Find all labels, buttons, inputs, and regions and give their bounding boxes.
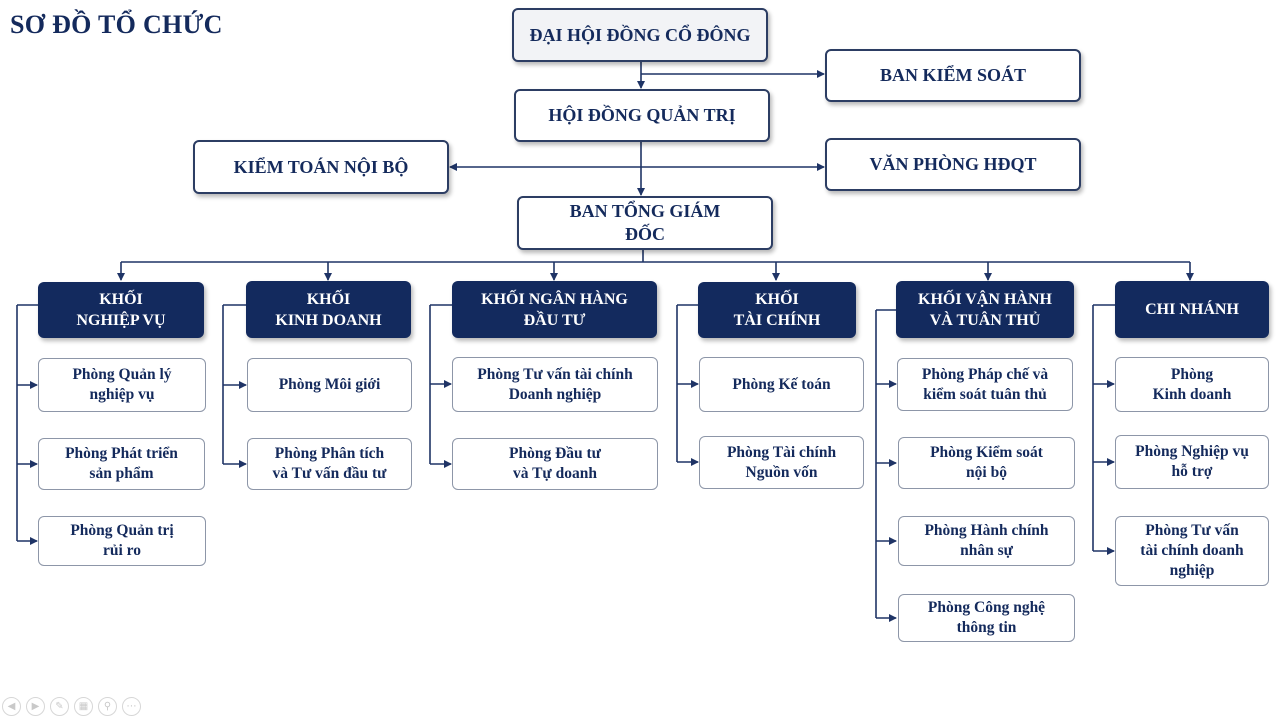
department-box: Phòng Pháp chế và kiểm soát tuân thủ bbox=[897, 358, 1073, 411]
department-box: Phòng Tài chính Nguồn vốn bbox=[699, 436, 864, 489]
department-box: Phòng Môi giới bbox=[247, 358, 412, 412]
executive-board-box: BAN TỔNG GIÁM ĐỐC bbox=[517, 196, 773, 250]
prev-icon[interactable]: ◀ bbox=[2, 697, 21, 716]
department-box: Phòng Hành chính nhân sự bbox=[898, 516, 1075, 566]
internal-audit-box: KIỂM TOÁN NỘI BỘ bbox=[193, 140, 449, 194]
next-icon[interactable]: ▶ bbox=[26, 697, 45, 716]
block-header-investment-banking: KHỐI NGÂN HÀNG ĐẦU TƯ bbox=[452, 281, 657, 338]
block-header-branch: CHI NHÁNH bbox=[1115, 281, 1269, 338]
slides-icon[interactable]: ▦ bbox=[74, 697, 93, 716]
block-header-business: KHỐI KINH DOANH bbox=[246, 281, 411, 338]
department-box: Phòng Kiểm soát nội bộ bbox=[898, 437, 1075, 489]
department-box: Phòng Quản trị rủi ro bbox=[38, 516, 206, 566]
department-box: Phòng Kế toán bbox=[699, 357, 864, 412]
slideshow-toolbar: ◀ ▶ ✎ ▦ ⚲ ⋯ bbox=[2, 697, 141, 717]
department-box: Phòng Tư vấn tài chính Doanh nghiệp bbox=[452, 357, 658, 412]
more-icon[interactable]: ⋯ bbox=[122, 697, 141, 716]
page-title: SƠ ĐỒ TỔ CHỨC bbox=[10, 10, 223, 39]
department-box: Phòng Quản lý nghiệp vụ bbox=[38, 358, 206, 412]
block-header-operations: KHỐI NGHIỆP VỤ bbox=[38, 282, 204, 338]
shareholders-box: ĐẠI HỘI ĐỒNG CỔ ĐÔNG bbox=[512, 8, 768, 62]
block-header-operations-compliance: KHỐI VẬN HÀNH VÀ TUÂN THỦ bbox=[896, 281, 1074, 338]
supervisory-board-box: BAN KIỂM SOÁT bbox=[825, 49, 1081, 102]
zoom-icon[interactable]: ⚲ bbox=[98, 697, 117, 716]
department-box: Phòng Phát triển sản phẩm bbox=[38, 438, 205, 490]
department-box: Phòng Công nghệ thông tin bbox=[898, 594, 1075, 642]
department-box: Phòng Nghiệp vụ hỗ trợ bbox=[1115, 435, 1269, 489]
block-header-finance: KHỐI TÀI CHÍNH bbox=[698, 282, 856, 338]
board-office-box: VĂN PHÒNG HĐQT bbox=[825, 138, 1081, 191]
pen-icon[interactable]: ✎ bbox=[50, 697, 69, 716]
department-box: Phòng Đầu tư và Tự doanh bbox=[452, 438, 658, 490]
department-box: Phòng Kinh doanh bbox=[1115, 357, 1269, 412]
department-box: Phòng Phân tích và Tư vấn đầu tư bbox=[247, 438, 412, 490]
board-of-directors-box: HỘI ĐỒNG QUẢN TRỊ bbox=[514, 89, 770, 142]
department-box: Phòng Tư vấn tài chính doanh nghiệp bbox=[1115, 516, 1269, 586]
